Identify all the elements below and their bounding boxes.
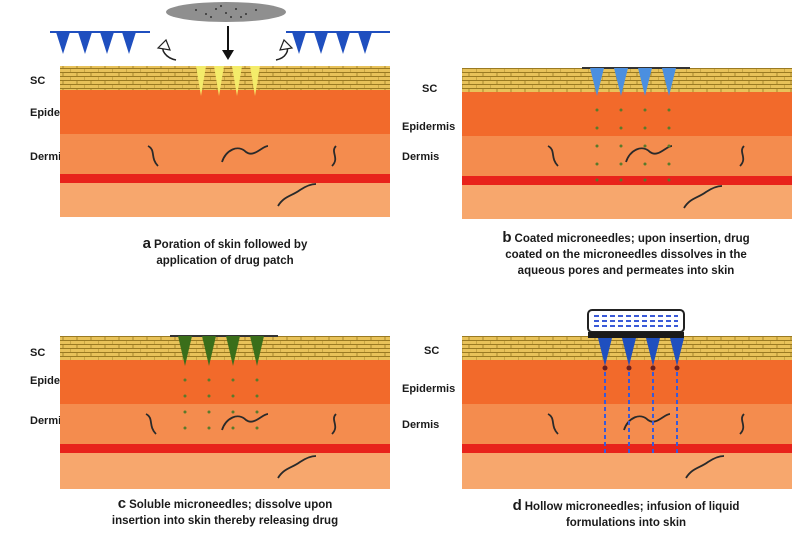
caption-line: aqueous pores and permeates into skin [517,265,735,277]
soluble-microneedles [178,336,264,366]
caption-line: insertion into skin thereby releasing dr… [111,515,339,527]
caption-letter: c [117,495,127,512]
caption-line: Coated microneedles; upon insertion, dru… [514,233,750,245]
skin-section-d [462,336,792,489]
needle-array-left [50,31,150,54]
label-dermis: Dermis [402,419,439,431]
panel-c: SC Epidermis Dermis [30,335,390,489]
label-dermis: Dermis [30,151,67,163]
needle-array-right [286,31,390,54]
label-dermis: Dermis [402,151,439,163]
label-dermis: Dermis [30,415,67,427]
skin-section-c [60,336,390,489]
label-sc: SC [424,345,439,357]
caption-line: coated on the microneedles dissolves in … [505,249,747,261]
label-epidermis: Epidermis [402,383,455,395]
panel-d: SC Epidermis Dermis [402,309,792,489]
caption-line: formulations into skin [565,517,687,529]
caption-letter: a [142,235,151,252]
caption-line: Soluble microneedles; dissolve upon [129,499,333,511]
hollow-microneedles [598,338,684,366]
caption-letter: b [502,229,512,246]
caption-line: application of drug patch [156,255,294,267]
label-sc: SC [30,347,45,359]
panel-b: SC Epidermis Dermis [402,67,792,219]
caption-line: Hollow microneedles; infusion of liquid [524,501,740,513]
caption-line: Poration of skin followed by [154,239,308,251]
drug-particles [595,108,671,182]
label-sc: SC [422,83,437,95]
caption-letter: d [512,497,522,514]
skin-section-a [60,66,390,217]
skin-section-b [462,68,792,219]
label-sc: SC [30,75,45,87]
blood-vessel [60,174,390,183]
panel-a: SC Epidermis Dermis [30,2,390,217]
coated-microneedles [590,68,676,96]
drug-particles [183,378,259,430]
label-epidermis: Epidermis [402,121,455,133]
